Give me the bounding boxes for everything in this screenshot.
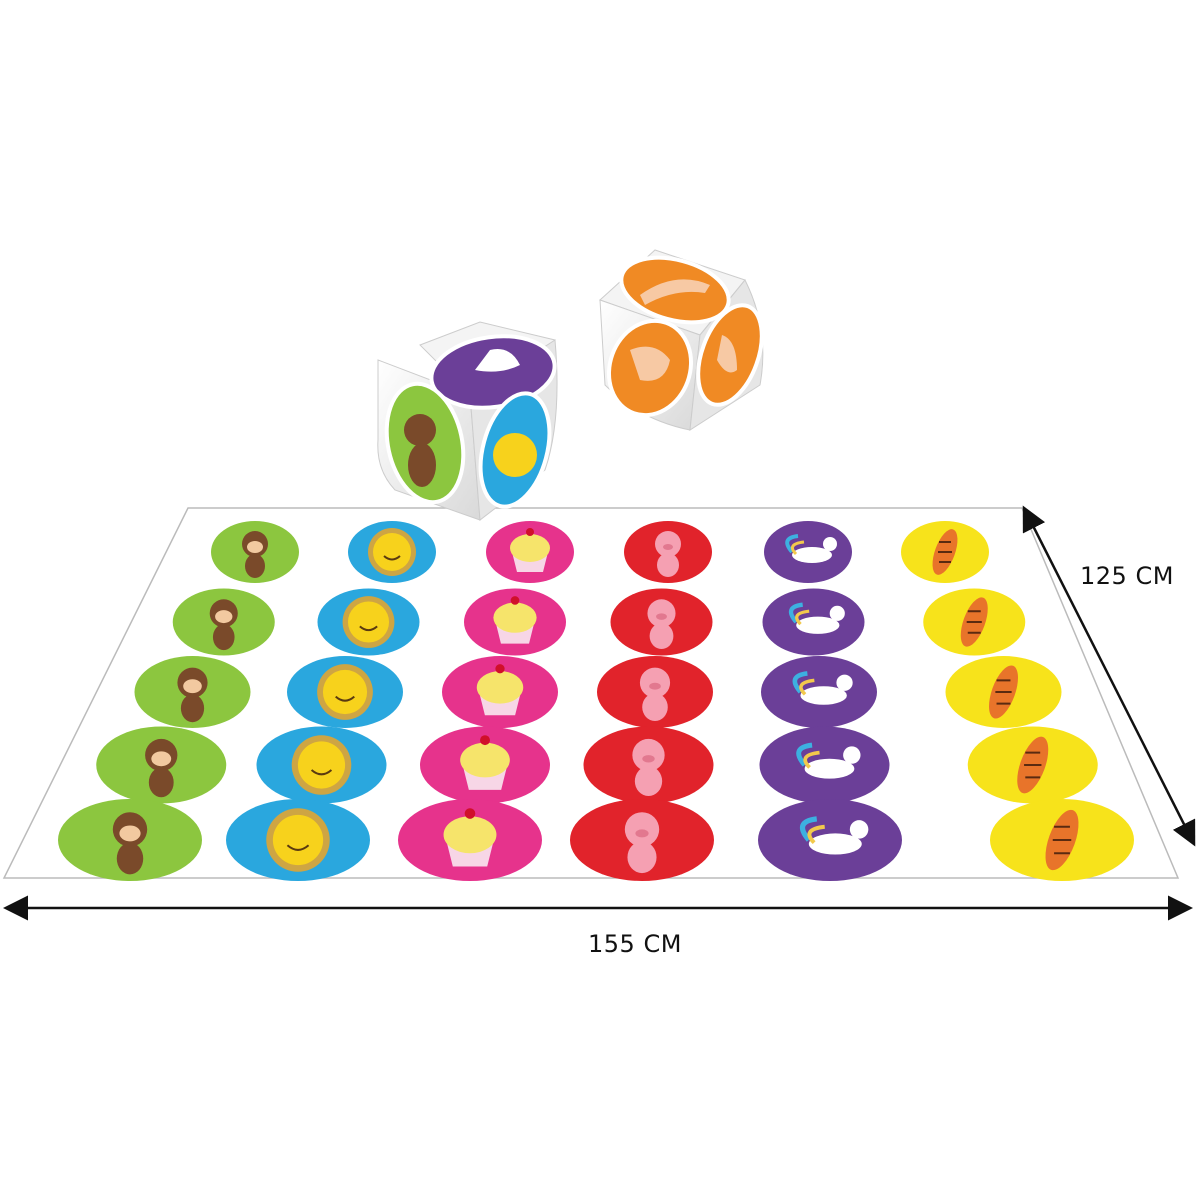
mat-spot-sun [256,726,387,804]
monkey-icon [242,531,268,578]
unicorn-icon [796,742,861,779]
monkey-icon [177,667,208,723]
mat-spot-pig [583,726,714,804]
cupcake-icon [460,735,510,790]
mat-spot-unicorn [764,521,852,583]
pig-icon [655,531,681,577]
mat-spot-unicorn [758,799,902,881]
monkey-icon [209,599,238,651]
depth-dimension-arrow [1022,505,1196,847]
mat-spot-cupcake [442,656,558,728]
cupcake-icon [443,808,497,867]
mat-spot-monkey [134,656,251,728]
mat-spot-monkey [58,799,202,881]
mat-spot-cupcake [420,726,550,804]
cupcake-icon [510,528,550,572]
sun-icon [291,735,352,795]
mat-spot-tiger [923,588,1026,656]
mat-spot-pig [570,799,714,881]
mat-spot-tiger [967,726,1098,804]
pig-icon [624,812,660,874]
mat-spot-tiger [901,521,989,583]
mat-spot-cupcake [464,588,566,656]
mat-spot-tiger [990,799,1134,881]
sun-icon [317,664,373,720]
sun-icon [266,808,330,872]
unicorn-icon [785,534,837,563]
mat-spot-unicorn [759,726,890,804]
mat-spot-unicorn [761,656,877,728]
mat-spot-unicorn [762,588,865,656]
sun-icon [368,528,416,576]
pig-icon [647,599,676,650]
cupcake-icon [493,596,537,644]
depth-label: 125 CM [1080,562,1174,590]
tiger-icon [989,665,1018,719]
mat-spot-sun [317,588,420,656]
die-face [429,334,557,410]
unicorn-icon [799,816,869,855]
mat-spot-monkey [96,726,227,804]
tiger-icon [960,597,988,647]
sun-icon [342,596,395,648]
pig-icon [632,738,665,797]
cupcake-icon [476,664,524,716]
mat-spot-pig [624,521,712,583]
mat-spot-monkey [172,588,275,656]
tiger-icon [932,529,958,575]
pig-icon [639,667,671,722]
monkey-icon [145,738,178,798]
mat-spot-tiger [945,656,1062,728]
mat-spot-cupcake [486,521,574,583]
hand-die [599,249,764,431]
mat-spot-sun [226,799,370,881]
mat-spot-cupcake [398,799,542,881]
mat-spot-pig [610,588,713,656]
width-label: 155 CM [588,930,682,958]
monkey-icon [112,812,148,875]
mat-spot-sun [348,521,436,583]
unicorn-icon [788,602,845,634]
unicorn-icon [792,671,853,705]
mat-spot-pig [597,656,713,728]
mat-spot-sun [287,656,403,728]
mat-spot-monkey [211,521,299,583]
mat-spots [58,521,1134,881]
symbol-die [377,321,558,521]
